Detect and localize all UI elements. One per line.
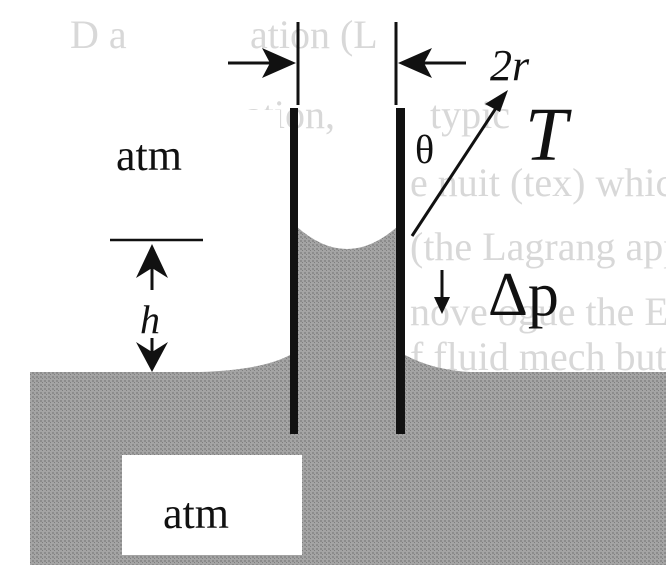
pressure-arrow-head <box>434 297 450 314</box>
reservoir-fluid-right <box>405 355 666 565</box>
angle-label: θ <box>415 127 434 172</box>
height-arrow-down-head <box>136 342 168 372</box>
pressure-label: Δp <box>488 261 559 329</box>
background-text-line: e nuit (tex) which <box>410 160 666 205</box>
diameter-arrow-left-head <box>262 48 296 78</box>
tube-wall-left <box>290 108 298 434</box>
top-label-box <box>80 110 280 200</box>
top-atm-label: atm <box>116 131 182 180</box>
background-text-line: (the Lagrang approach), or <box>410 224 666 269</box>
diameter-arrow-right-head <box>398 48 432 78</box>
tension-arrow-shaft <box>410 101 502 237</box>
background-text-line: ation (L <box>250 12 378 57</box>
diameter-label: 2r <box>490 41 530 90</box>
bottom-atm-label: atm <box>163 489 229 538</box>
bottom-label-box <box>122 455 302 555</box>
column-fluid <box>296 226 398 432</box>
tension-label: T <box>525 93 572 177</box>
background-text-line: D a <box>70 12 127 57</box>
reservoir-fluid-under-tube <box>290 430 405 565</box>
height-label: h <box>140 297 160 342</box>
tube-wall-right <box>396 108 405 434</box>
height-arrow-up-head <box>136 244 168 278</box>
tension-arrow-head <box>485 90 508 112</box>
background-text-line: nove ogue the Eulerian a <box>410 289 666 334</box>
